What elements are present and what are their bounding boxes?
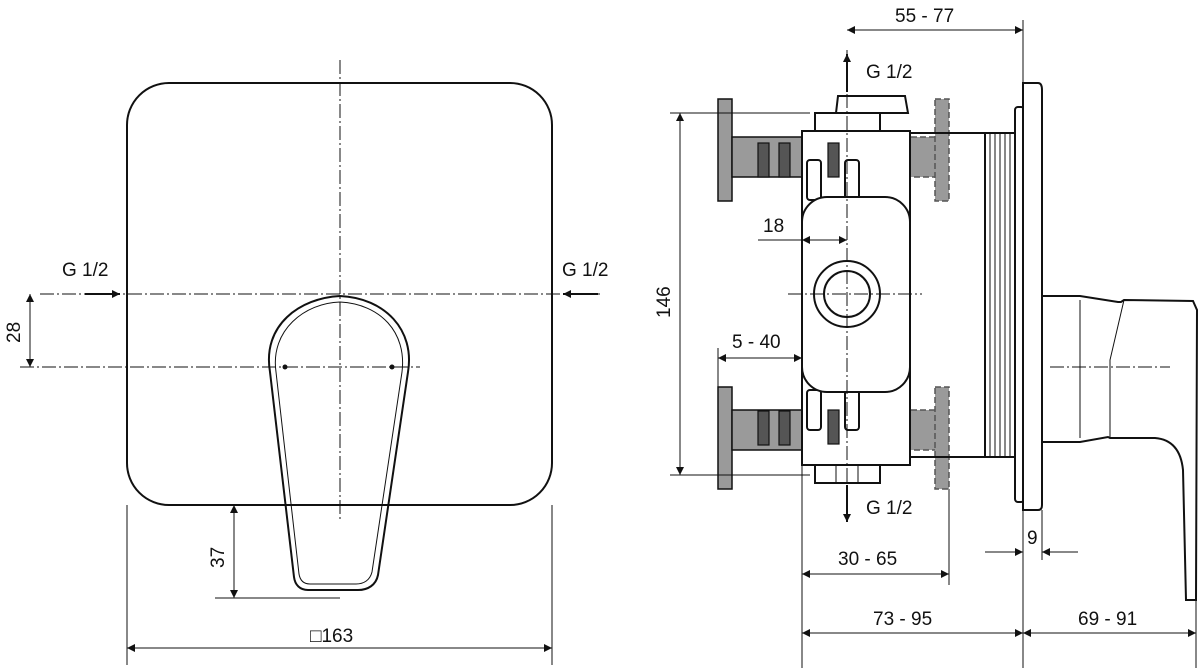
side-view: G 1/2 G 1/2 55 - 77 18 146 5 - 40 30 - 6… bbox=[654, 6, 1199, 668]
lever-handle-side bbox=[1041, 295, 1199, 601]
dim-handle-offset: 28 bbox=[4, 322, 25, 343]
dim-plate-thickness: 9 bbox=[1027, 528, 1038, 549]
dim-wall-range: 5 - 40 bbox=[732, 332, 781, 353]
outlet-bottom-label: G 1/2 bbox=[866, 498, 912, 519]
outlet-top-label: G 1/2 bbox=[866, 62, 912, 83]
dim-install-depth: 30 - 65 bbox=[838, 549, 897, 570]
dim-lever-bottom: 37 bbox=[208, 547, 229, 568]
cover-plate-side bbox=[1022, 82, 1043, 511]
dim-depth-top: 55 - 77 bbox=[895, 6, 954, 27]
dim-center-offset: 18 bbox=[763, 216, 784, 237]
dim-body-depth: 73 - 95 bbox=[873, 609, 932, 630]
inlet-left-label: G 1/2 bbox=[62, 260, 108, 281]
lever-handle bbox=[267, 294, 410, 591]
front-view: G 1/2 G 1/2 28 37 □163 bbox=[4, 60, 608, 665]
thread bbox=[984, 132, 1016, 458]
dim-plate-size: □163 bbox=[310, 626, 353, 647]
dim-handle-projection: 69 - 91 bbox=[1078, 609, 1137, 630]
dim-height: 146 bbox=[654, 286, 675, 318]
inlet-right-label: G 1/2 bbox=[562, 260, 608, 281]
